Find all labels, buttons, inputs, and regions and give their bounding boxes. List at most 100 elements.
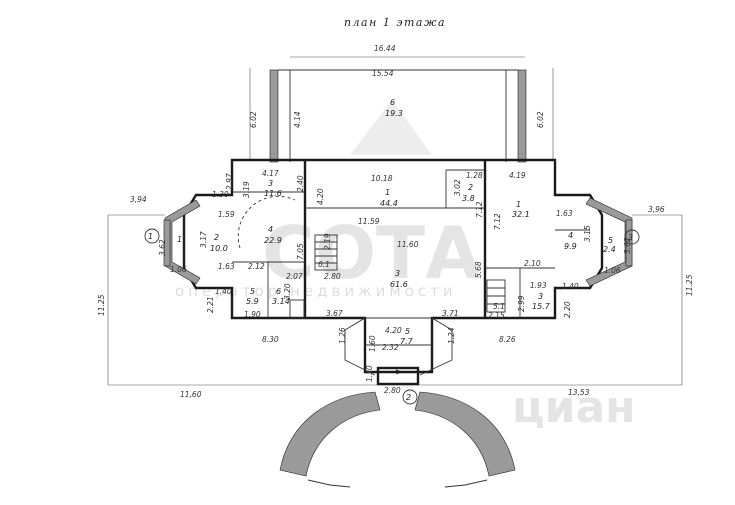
room-label: 1	[516, 200, 521, 209]
dim-label: 7.12	[475, 201, 484, 218]
dimension-labels: 16.44 15.54 6.02 4.14 6.02 10.18 4.17 2.…	[97, 44, 694, 399]
dim-label: 2.15	[488, 311, 505, 320]
watermark-logo-icon	[350, 100, 432, 155]
room-label: 2	[468, 183, 473, 192]
curved-stairs	[279, 391, 516, 488]
dim-label: 16.44	[374, 44, 396, 53]
room-label: 2	[214, 233, 219, 242]
dim-label: 2.32	[382, 343, 399, 352]
watermark-brand: СОТА	[262, 211, 481, 295]
dim-label: 11,60	[180, 390, 202, 399]
dim-label: 2.40	[296, 175, 305, 192]
dim-label: 5.68	[474, 261, 483, 278]
room-area: 61.6	[390, 280, 408, 289]
dim-label: 6.02	[536, 111, 545, 128]
dim-label: 1.90	[244, 310, 261, 319]
dim-label: 4.19	[509, 171, 526, 180]
dim-label: 7.05	[296, 243, 305, 260]
dim-label: 1.24	[447, 327, 456, 344]
room-area: 2.4	[603, 245, 616, 254]
dim-label: 8.26	[499, 335, 516, 344]
dim-label: 11.25	[97, 294, 106, 316]
dim-label: 11.60	[397, 240, 419, 249]
room-area: 9.9	[564, 242, 577, 251]
dim-label: 8.30	[262, 335, 279, 344]
room-area: 15.7	[532, 302, 551, 311]
dim-label: 1.63	[556, 209, 573, 218]
dim-label: 5.1	[493, 302, 505, 311]
dim-label: 7.12	[493, 213, 502, 230]
dim-label: 11.59	[358, 217, 380, 226]
dim-label: 1.30	[212, 190, 229, 199]
room-label: 5	[405, 327, 410, 336]
room-labels: 6 19.3 1 44.4 2 3.8 3 11.6 1 2 10.0 4 22…	[177, 98, 616, 376]
dim-label: 13,53	[568, 388, 590, 397]
dim-label: 2.21	[206, 296, 215, 313]
plan-title: план 1 этажа	[343, 16, 447, 29]
room-label: 3	[395, 269, 400, 278]
watermark-site: циан	[512, 382, 636, 433]
dim-label: 1.28	[466, 171, 483, 180]
room-label: 6	[276, 287, 281, 296]
dim-label: 2.19	[323, 233, 332, 250]
axis-3: 3	[628, 233, 633, 242]
room-area: 7.7	[400, 337, 414, 346]
axis-2: 2	[406, 393, 411, 402]
dim-label: 1.06	[604, 266, 621, 275]
dim-label: 2.80	[384, 386, 401, 395]
room-label: 1	[177, 235, 182, 244]
room-area: 5.9	[246, 297, 259, 306]
dim-label: 6.02	[249, 111, 258, 128]
dim-label: 4.17	[262, 169, 279, 178]
room-label: 6	[390, 98, 395, 107]
dim-label: 2.99	[517, 295, 526, 312]
room-area: 44.4	[380, 199, 398, 208]
room-label: 4	[268, 225, 273, 234]
dim-label: 2.10	[524, 259, 541, 268]
dim-label: 3,96	[648, 205, 665, 214]
dim-label: 1.40	[562, 282, 579, 291]
dim-label: 11.25	[685, 274, 694, 296]
dim-label: 3.62	[158, 239, 167, 256]
room-area: 3.14	[272, 297, 290, 306]
dim-label: 15.54	[372, 69, 394, 78]
dim-label: 3.71	[442, 309, 459, 318]
dim-label: 3.17	[199, 231, 208, 248]
entry-porch	[344, 317, 453, 386]
axis-markers: 1 2 3	[144, 228, 640, 405]
dim-label: 6.1	[318, 260, 330, 269]
dim-label: 1.60	[368, 335, 377, 352]
dim-label: 3,94	[130, 195, 147, 204]
room-area: 3.8	[462, 194, 475, 203]
dim-label: 4.20	[385, 326, 402, 335]
dim-label: 3.15	[583, 225, 592, 242]
dim-label: 3.20	[283, 283, 292, 300]
dim-label: 1.06	[170, 265, 187, 274]
dim-label: 1.63	[218, 262, 235, 271]
dim-label: 1.40	[215, 287, 232, 296]
dim-label: 2.12	[248, 262, 265, 271]
dim-label: 3.02	[453, 179, 462, 196]
dim-label: 1.59	[218, 210, 235, 219]
room-area: 22.9	[264, 236, 282, 245]
dim-label: 1.30	[365, 365, 374, 382]
room-label: 3	[538, 292, 543, 301]
terrace	[269, 69, 527, 163]
watermark-sub: оператор недвижимости	[175, 282, 457, 300]
room-label: 4	[568, 231, 573, 240]
room-label: 5	[608, 236, 613, 245]
room-label: 1	[385, 188, 390, 197]
dim-label: 2.97	[225, 173, 234, 190]
room-label: 5	[250, 287, 255, 296]
room-label: 3	[268, 179, 273, 188]
dim-label: 3.67	[326, 309, 343, 318]
dim-label: 2.80	[324, 272, 341, 281]
room-area: 10.0	[210, 244, 228, 253]
dim-label: 3.62	[623, 237, 632, 254]
dim-label: 1.26	[338, 327, 347, 344]
dim-label: 2.20	[563, 301, 572, 318]
room-area: 19.3	[385, 109, 403, 118]
room-area: 11.6	[264, 189, 282, 198]
room-area: 32.1	[512, 210, 530, 219]
